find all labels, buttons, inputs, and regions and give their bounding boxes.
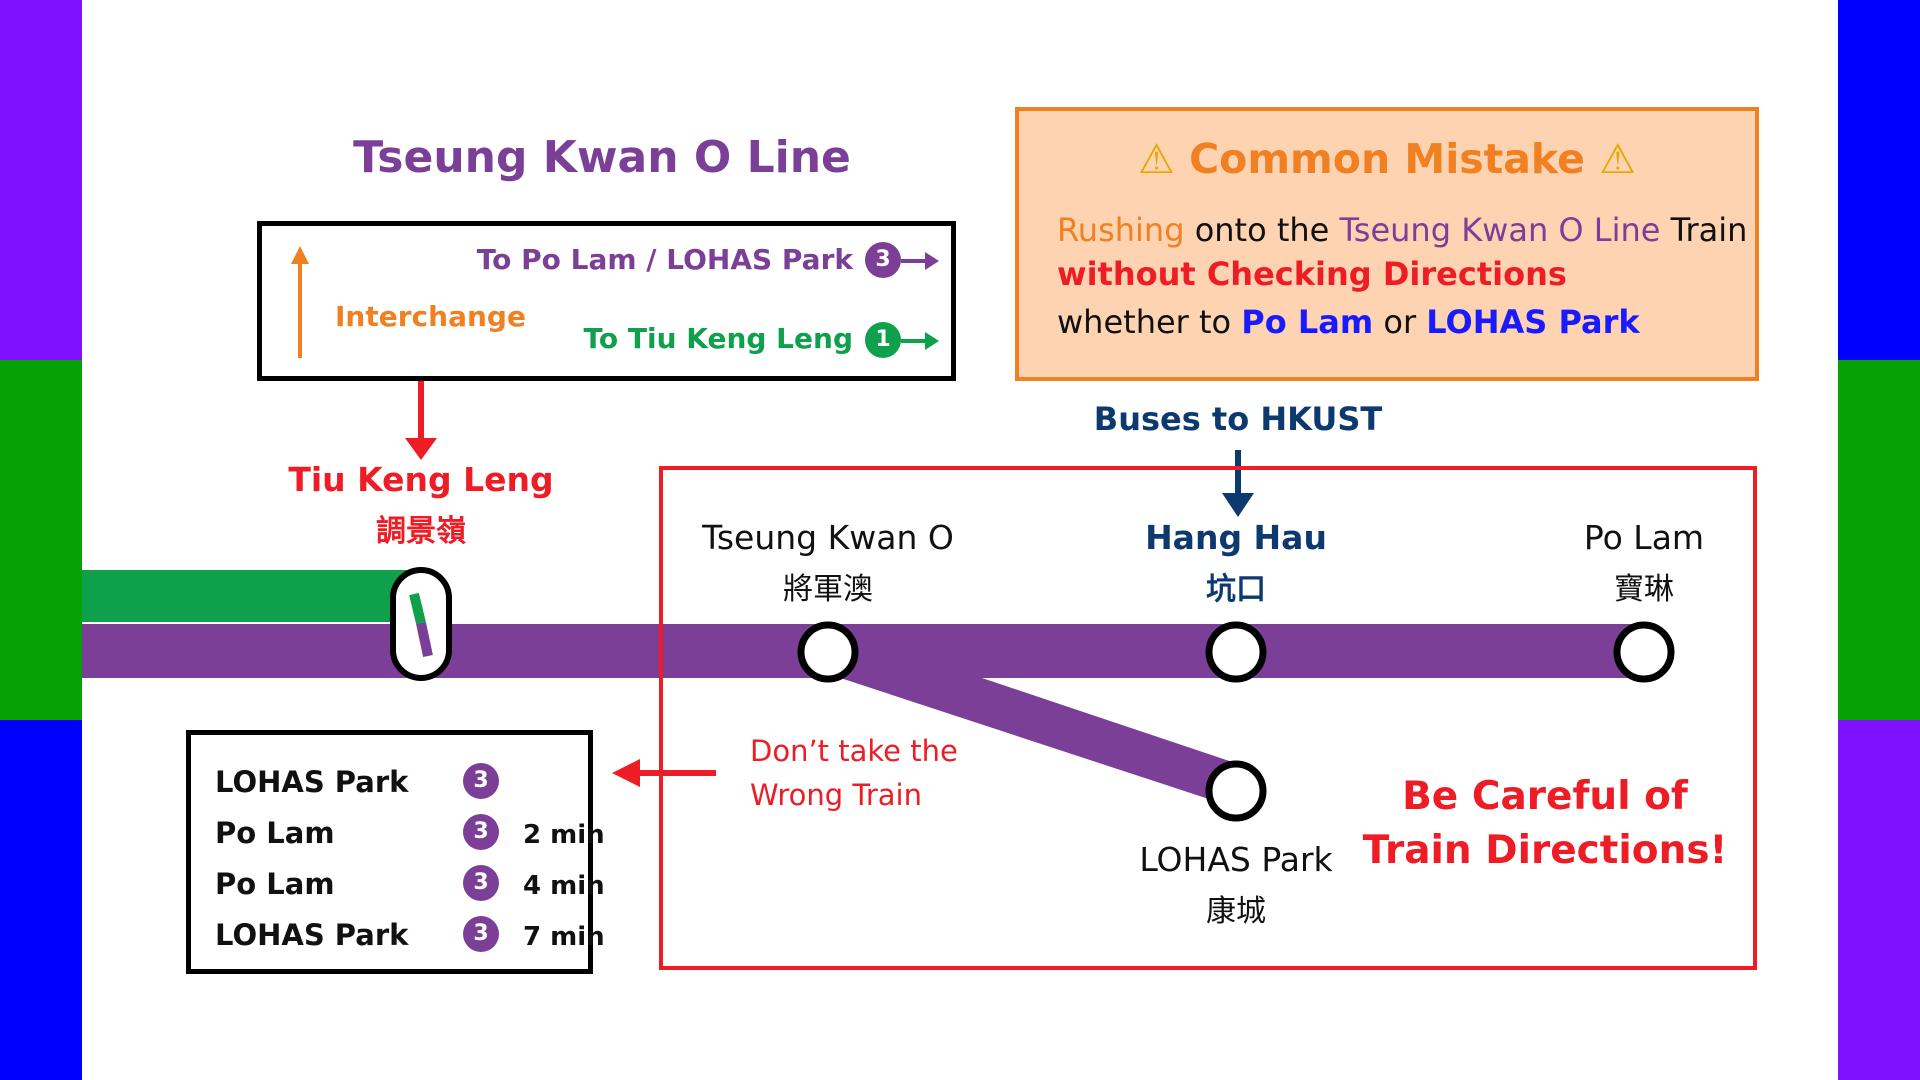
direction-row-tiu-keng-leng: To Tiu Keng Leng xyxy=(583,322,853,355)
tko-line-branch xyxy=(808,640,1256,808)
left-bar-blue xyxy=(0,720,82,1080)
wrong-train-note-line-1: Don’t take the xyxy=(750,734,958,768)
interchange-green-mark xyxy=(409,592,426,625)
line-3-badge: 3 xyxy=(463,865,499,901)
station-label-tiu-keng-leng-cn: 調景嶺 xyxy=(376,514,466,549)
line-3-badge: 3 xyxy=(463,814,499,850)
right-bar-green xyxy=(1838,360,1920,720)
line-3-badge: 3 xyxy=(463,916,499,952)
left-bar-green xyxy=(0,360,82,720)
departure-destination: LOHAS Park xyxy=(215,765,409,799)
line-3-badge: 3 xyxy=(463,763,499,799)
direction-sign: Interchange To Po Lam / LOHAS Park 3 To … xyxy=(257,221,956,381)
departure-destination: Po Lam xyxy=(215,816,335,850)
departure-destination: Po Lam xyxy=(215,867,335,901)
common-mistake-box: ⚠ Common Mistake ⚠ Rushing onto the Tseu… xyxy=(1015,107,1759,381)
mistake-line-2: without Checking Directions xyxy=(1057,255,1567,293)
mistake-po-lam: Po Lam xyxy=(1241,303,1374,341)
station-label-lohas-park: LOHAS Park xyxy=(1139,840,1333,879)
mistake-line-1: Rushing onto the Tseung Kwan O Line Trai… xyxy=(1057,211,1747,249)
line-title: Tseung Kwan O Line xyxy=(353,132,851,183)
right-bar-purple xyxy=(1838,720,1920,1080)
station-label-tseung-kwan-o: Tseung Kwan O xyxy=(702,518,954,557)
departure-destination: LOHAS Park xyxy=(215,918,409,952)
direction-row-po-lam-lohas: To Po Lam / LOHAS Park xyxy=(476,243,853,276)
departure-row: LOHAS Park 3 7 min xyxy=(215,912,605,962)
mistake-line-name: Tseung Kwan O Line xyxy=(1339,211,1661,249)
station-label-po-lam-cn: 寶琳 xyxy=(1614,572,1674,607)
warning-zone-box xyxy=(659,466,1757,970)
common-mistake-heading: Common Mistake xyxy=(1189,135,1585,183)
station-lohas-park xyxy=(1205,760,1267,822)
mistake-line-3: whether to Po Lam or LOHAS Park xyxy=(1057,303,1640,341)
departure-time: 2 min xyxy=(523,820,605,850)
arrow-right-icon xyxy=(901,332,939,350)
interchange-up-arrow-icon xyxy=(291,246,309,358)
station-label-hang-hau-cn: 坑口 xyxy=(1206,572,1266,607)
departure-board: LOHAS Park 3 Po Lam 3 2 min Po Lam 3 4 m… xyxy=(186,730,605,974)
left-bar-purple xyxy=(0,0,82,360)
interchange-arrow-head xyxy=(405,438,437,460)
interchange-label: Interchange xyxy=(335,300,526,333)
right-bar-blue xyxy=(1838,0,1920,360)
station-label-hang-hau: Hang Hau xyxy=(1145,518,1327,557)
warning-icon: ⚠ xyxy=(1138,135,1175,183)
departure-time: 4 min xyxy=(523,871,605,901)
common-mistake-title: ⚠ Common Mistake ⚠ xyxy=(1019,135,1755,183)
mistake-text: or xyxy=(1373,303,1427,341)
departure-row: Po Lam 3 2 min xyxy=(215,810,605,860)
line-3-badge: 3 xyxy=(865,242,901,278)
departure-row: Po Lam 3 4 min xyxy=(215,861,605,911)
warning-icon: ⚠ xyxy=(1599,135,1636,183)
station-tseung-kwan-o xyxy=(797,621,859,683)
departure-row: LOHAS Park 3 xyxy=(215,759,585,809)
station-hang-hau xyxy=(1205,621,1267,683)
station-label-tiu-keng-leng: Tiu Keng Leng xyxy=(288,460,554,499)
station-label-po-lam: Po Lam xyxy=(1583,518,1705,557)
be-careful-line-2: Train Directions! xyxy=(1362,828,1728,873)
be-careful-line-1: Be Careful of xyxy=(1402,774,1688,819)
wrong-train-note-line-2: Wrong Train xyxy=(750,778,922,812)
arrow-right-icon xyxy=(901,252,939,270)
mistake-text: onto the xyxy=(1184,211,1340,249)
departure-time: 7 min xyxy=(523,922,605,952)
kwun-tong-line-segment xyxy=(82,570,422,622)
mistake-text: whether to xyxy=(1057,303,1242,341)
station-label-lohas-park-cn: 康城 xyxy=(1206,894,1266,929)
wrong-train-arrow-head xyxy=(612,759,640,787)
line-1-badge: 1 xyxy=(865,322,901,358)
buses-to-hkust-label: Buses to HKUST xyxy=(1093,400,1383,438)
mistake-rushing: Rushing xyxy=(1057,211,1185,249)
bus-arrow-head xyxy=(1222,493,1254,517)
mistake-lohas-park: LOHAS Park xyxy=(1426,303,1640,341)
station-po-lam xyxy=(1613,621,1675,683)
mistake-text: Train xyxy=(1660,211,1748,249)
tko-line-branch-end xyxy=(974,676,1256,810)
interchange-purple-mark xyxy=(416,621,433,658)
station-label-tseung-kwan-o-cn: 將軍澳 xyxy=(783,572,873,607)
